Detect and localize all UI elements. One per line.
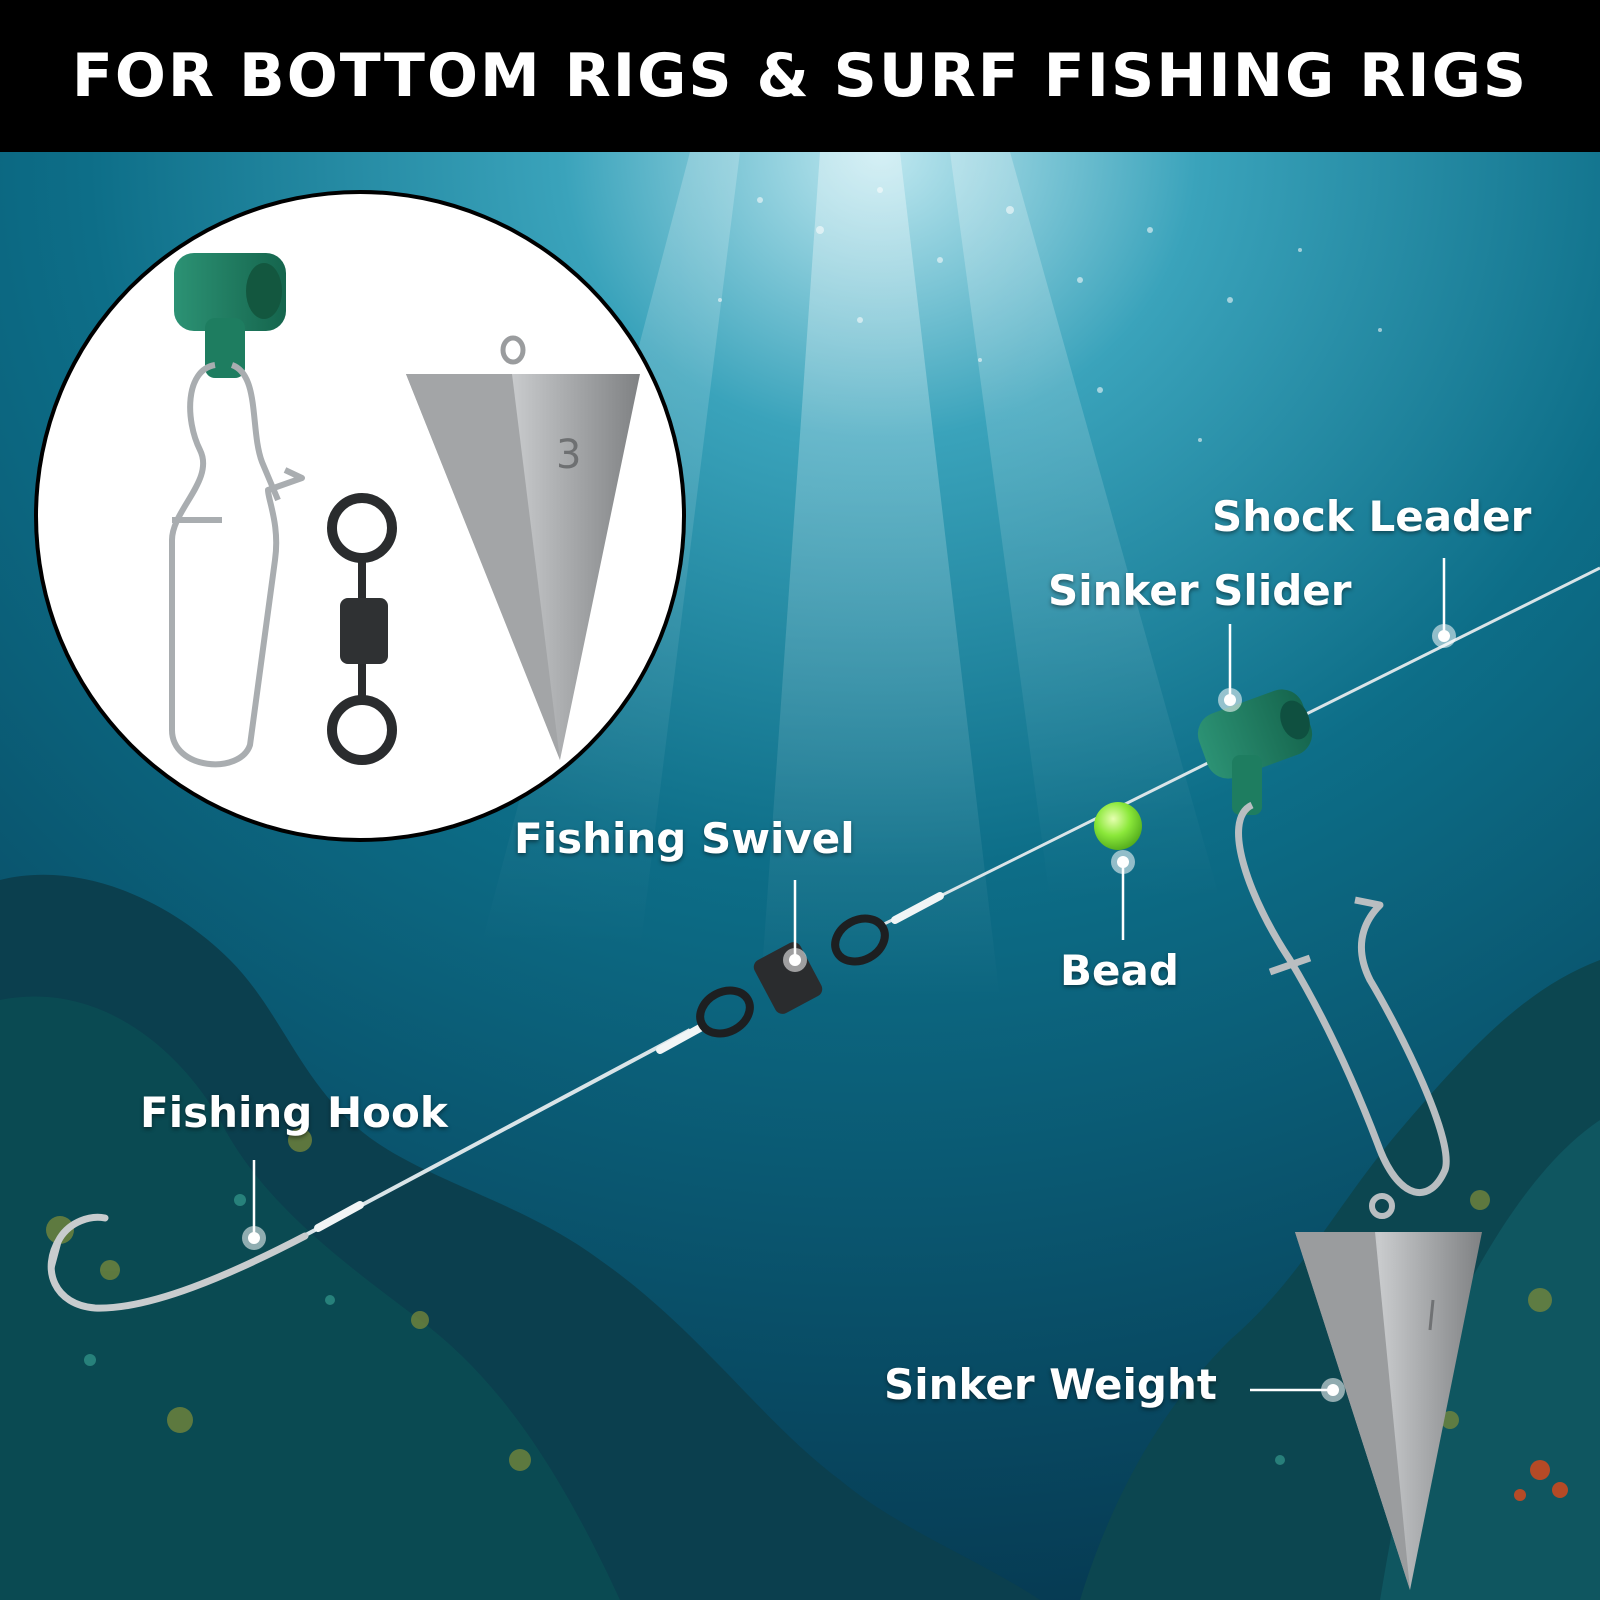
label-fishing-hook: Fishing Hook [140, 1088, 448, 1137]
title-banner: FOR BOTTOM RIGS & SURF FISHING RIGS [0, 0, 1600, 152]
inset-sinker-slider [174, 253, 286, 378]
inset-sinker-number: 3 [556, 432, 582, 478]
callout-dots [242, 624, 1456, 1402]
line-sinker-slider [1197, 689, 1313, 815]
label-sinker-weight: Sinker Weight [884, 1360, 1217, 1409]
line-sinker-weight [1295, 1193, 1482, 1590]
inset-snap [169, 362, 305, 768]
hook-leader-line [299, 1028, 691, 1240]
label-shock-leader: Shock Leader [1212, 492, 1532, 541]
inset-sinker-weight [406, 335, 640, 760]
inset-swivel [327, 493, 397, 765]
knot-wraps [314, 892, 944, 1232]
fishing-hook [47, 1213, 309, 1312]
line-snap [1235, 801, 1450, 1197]
product-inset [34, 190, 686, 842]
surface-sparkles [718, 187, 1382, 442]
label-fishing-swivel: Fishing Swivel [514, 814, 855, 863]
bead-shape [1094, 802, 1142, 850]
label-bead: Bead [1060, 946, 1179, 995]
label-sinker-slider: Sinker Slider [1048, 566, 1352, 615]
callout-lines [252, 558, 1446, 1392]
underwater-scene: 3 Shock Leader Sinker Slider Fishing Swi… [0, 152, 1600, 1600]
scene-illustration [0, 152, 1600, 1600]
banner-title: FOR BOTTOM RIGS & SURF FISHING RIGS [71, 41, 1529, 111]
